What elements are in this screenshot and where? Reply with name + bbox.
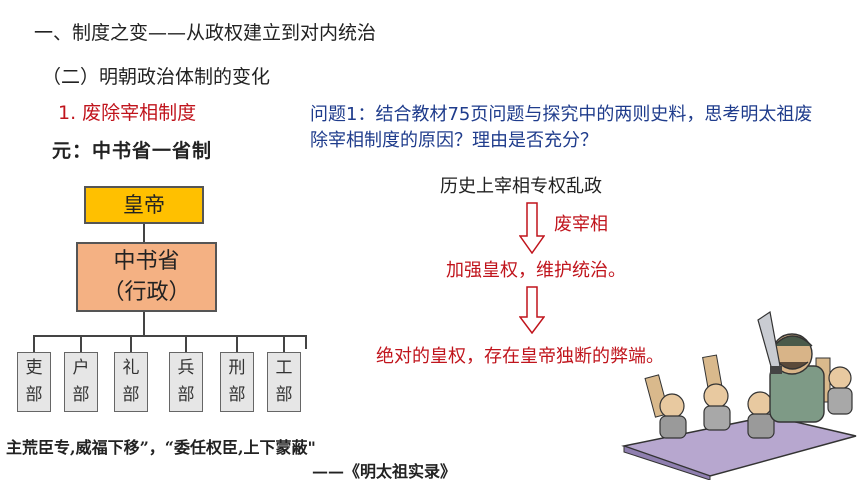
connector-line [185,336,187,352]
dept-li: 吏 部 [17,352,51,412]
connector-line [143,312,145,336]
connector-bar [33,335,306,337]
dept-char: 兵 [177,358,195,378]
dept-hu: 户 部 [64,352,98,412]
dept-char: 部 [275,385,293,405]
dept-gong: 工 部 [267,352,301,412]
subsection-heading: （二）明朝政治体制的变化 [42,66,271,88]
historical-quote: 主荒臣专,威福下移”，“委任权臣,上下蒙蔽" [6,438,316,457]
dept-li-rites: 礼 部 [114,352,148,412]
dept-bing: 兵 部 [169,352,203,412]
connector-line [130,336,132,352]
flow-cause: 历史上宰相专权乱政 [440,176,602,197]
dept-char: 部 [177,385,195,405]
connector-line [33,336,35,352]
dept-char: 部 [72,385,90,405]
zhongshu-role: （行政） [102,280,191,305]
point-title: 1. 废除宰相制度 [58,102,197,124]
question-text: 问题1：结合教材75页问题与探究中的两则史料，思考明太祖废除宰相制度的原因？理由… [310,104,813,151]
dept-char: 刑 [228,358,246,378]
emperor-box: 皇帝 [84,186,204,224]
dept-char: 吏 [25,358,43,378]
flow-result: 加强皇权，维护统治。 [446,260,626,281]
execution-cartoon-illustration [621,310,857,480]
zhongshu-box: 中书省 （行政） [76,242,217,312]
connector-line [305,335,307,349]
dept-xing: 刑 部 [220,352,254,412]
flow-drawback: 绝对的皇权，存在皇帝独断的弊端。 [376,346,664,367]
dept-char: 工 [275,358,293,378]
yuan-system-label: 元：中书省一省制 [52,140,213,162]
dept-char: 部 [25,385,43,405]
down-arrow-icon [519,286,545,334]
dept-char: 礼 [122,358,140,378]
dept-char: 户 [72,358,90,378]
connector-line [143,224,145,242]
section-heading: 一、制度之变——从政权建立到对内统治 [34,22,377,44]
connector-line [236,336,238,352]
quote-source: ——《明太祖实录》 [312,462,457,481]
down-arrow-icon [519,202,545,254]
dept-char: 部 [122,385,140,405]
zhongshu-name: 中书省 [113,249,180,274]
connector-line [283,336,285,352]
flow-action: 废宰相 [554,214,608,235]
dept-char: 部 [228,385,246,405]
connector-line [80,336,82,352]
